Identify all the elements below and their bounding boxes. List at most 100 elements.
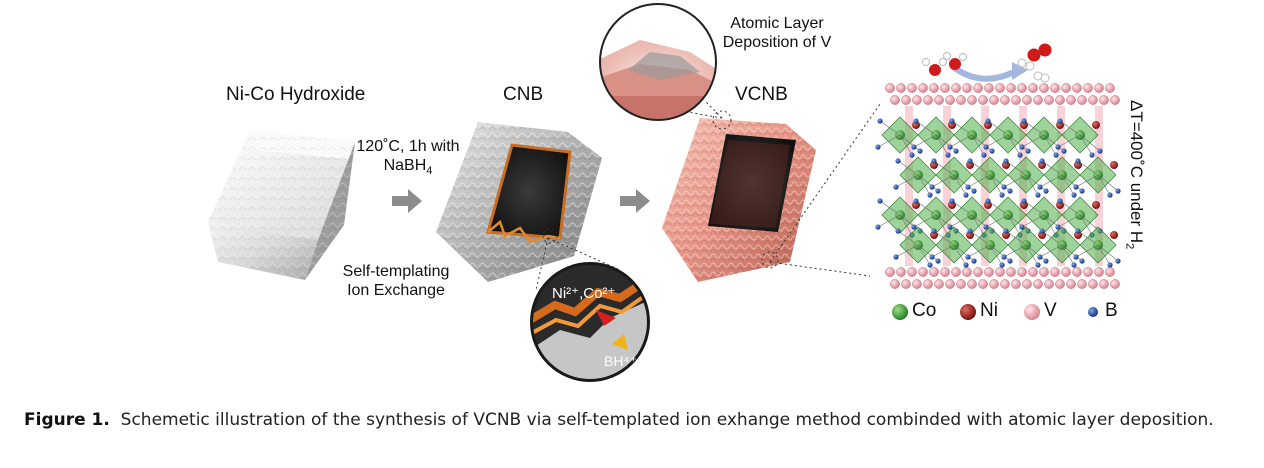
vanadium-atom bbox=[929, 83, 939, 93]
bond bbox=[1097, 174, 1111, 196]
bond bbox=[1025, 174, 1039, 196]
vcnb-hollow-cube bbox=[662, 118, 816, 282]
vanadium-atom bbox=[967, 279, 977, 289]
bond bbox=[951, 200, 973, 216]
boron-atom bbox=[1107, 262, 1113, 268]
nickel-atom bbox=[1038, 231, 1046, 239]
vanadium-atom bbox=[1072, 267, 1082, 277]
zoom-connector-lines bbox=[535, 99, 881, 291]
ald-label: Atomic Layer Deposition of V bbox=[712, 14, 842, 52]
nickel-atom bbox=[984, 201, 992, 209]
bond bbox=[1007, 214, 1021, 236]
bond bbox=[1007, 134, 1021, 156]
boron-atom bbox=[1055, 224, 1061, 230]
vanadium-atom bbox=[1028, 267, 1038, 277]
bottom-vanadium-layer bbox=[885, 267, 1120, 289]
bond bbox=[1059, 120, 1081, 136]
vanadium-atom bbox=[1033, 95, 1043, 105]
bond bbox=[877, 134, 901, 148]
boron-atom bbox=[985, 198, 991, 204]
vanadium-atom bbox=[956, 95, 966, 105]
boron-atom bbox=[1057, 118, 1063, 124]
boron-atom bbox=[931, 228, 937, 234]
boron-atom bbox=[971, 258, 977, 264]
step1-conditions: 120˚C, 1h with NaBH4 bbox=[344, 137, 472, 181]
vanadium-atom bbox=[1022, 95, 1032, 105]
ald-inset bbox=[598, 2, 718, 122]
vanadium-pillar bbox=[905, 106, 913, 266]
nickel-atom bbox=[1002, 231, 1010, 239]
vanadium-atom bbox=[1039, 267, 1049, 277]
boron-atom bbox=[1061, 148, 1067, 154]
bond bbox=[1077, 230, 1099, 246]
boron-atom bbox=[965, 184, 971, 190]
boron-atom bbox=[893, 254, 899, 260]
bond bbox=[971, 134, 985, 156]
nickel-atom bbox=[1110, 161, 1118, 169]
boron-atom bbox=[947, 144, 953, 150]
bond bbox=[1061, 244, 1083, 262]
nickel-atom bbox=[930, 161, 938, 169]
boron-atom bbox=[927, 262, 933, 268]
bond bbox=[1039, 244, 1063, 258]
bond bbox=[1021, 214, 1045, 228]
boron-atom bbox=[949, 198, 955, 204]
bond bbox=[917, 244, 931, 266]
bond bbox=[1097, 244, 1111, 266]
vanadium-atom bbox=[901, 279, 911, 289]
vanadium-atom bbox=[1110, 95, 1120, 105]
nickel-atom bbox=[1074, 161, 1082, 169]
boron-atom bbox=[1057, 198, 1063, 204]
vanadium-atom bbox=[1000, 279, 1010, 289]
boron-atom bbox=[935, 258, 941, 264]
vanadium-atom bbox=[951, 83, 961, 93]
schematic-drawing bbox=[208, 2, 1121, 382]
vanadium-atom bbox=[1044, 95, 1054, 105]
vanadium-atom bbox=[912, 95, 922, 105]
vanadium-atom bbox=[896, 267, 906, 277]
boron-atom bbox=[985, 118, 991, 124]
vanadium-atom bbox=[1011, 279, 1021, 289]
bond bbox=[897, 160, 919, 176]
vanadium-atom bbox=[934, 279, 944, 289]
boron-atom bbox=[935, 188, 941, 194]
legend-label-b: B bbox=[1105, 300, 1118, 321]
boron-atom bbox=[875, 144, 881, 150]
boron-atom bbox=[1043, 188, 1049, 194]
water-split-arrow bbox=[950, 62, 1028, 82]
boron-atom bbox=[1017, 152, 1023, 158]
bond bbox=[935, 134, 949, 156]
bond bbox=[879, 120, 901, 136]
vanadium-atom bbox=[1072, 83, 1082, 93]
nickel-atom bbox=[984, 121, 992, 129]
nickel-atom bbox=[912, 201, 920, 209]
self-templating-label: Self-templating Ion Exchange bbox=[330, 262, 462, 300]
bond bbox=[1025, 174, 1047, 192]
vanadium-atom bbox=[984, 267, 994, 277]
bond bbox=[877, 214, 901, 228]
vanadium-atom bbox=[989, 95, 999, 105]
vanadium-atom bbox=[973, 267, 983, 277]
nickel-atom bbox=[966, 161, 974, 169]
boron-atom bbox=[1007, 258, 1013, 264]
vanadium-atom bbox=[1055, 95, 1065, 105]
boron-atom bbox=[1001, 184, 1007, 190]
boron-atom bbox=[895, 228, 901, 234]
vanadium-atom bbox=[885, 267, 895, 277]
boron-atom bbox=[1079, 258, 1085, 264]
bond bbox=[1079, 214, 1093, 236]
bond bbox=[1041, 230, 1063, 246]
annealing-label: ΔT=400˚C under H2 bbox=[1123, 100, 1146, 250]
vanadium-atom bbox=[995, 267, 1005, 277]
boron-atom bbox=[963, 192, 969, 198]
nickel-atom bbox=[948, 201, 956, 209]
legend-spheres bbox=[892, 304, 1098, 320]
legend-label-ni: Ni bbox=[980, 300, 998, 321]
nickel-atom bbox=[948, 121, 956, 129]
boron-atom bbox=[1021, 118, 1027, 124]
bond bbox=[913, 214, 937, 228]
vanadium-atom bbox=[978, 95, 988, 105]
nickel-atom bbox=[912, 121, 920, 129]
boron-atom bbox=[1025, 148, 1031, 154]
vanadium-atom bbox=[1077, 279, 1087, 289]
